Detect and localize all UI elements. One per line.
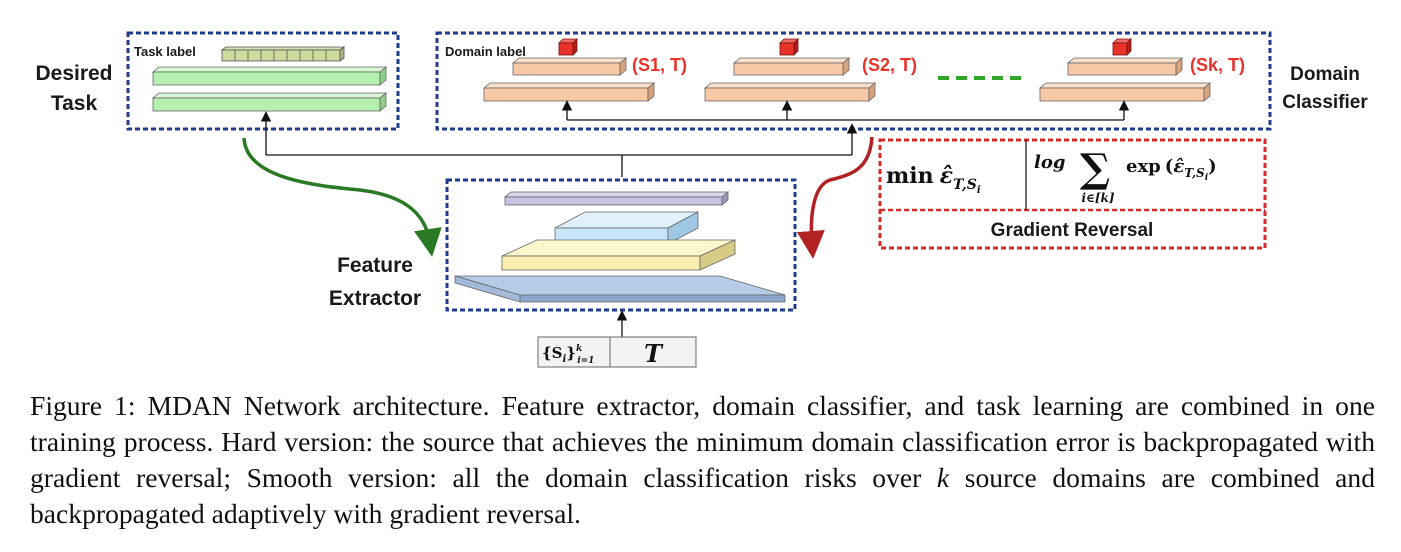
desired-task-box (126, 31, 400, 131)
domain-label-cube-1 (558, 38, 578, 56)
task-layer-2 (151, 92, 388, 112)
feature-extractor-label-line1: Feature (337, 254, 413, 277)
connector-lines (260, 100, 1130, 177)
feature-layer-base (454, 275, 786, 303)
log-text: log (1034, 152, 1065, 173)
caption-prefix: Figure 1: MDAN Network architecture. Fea… (30, 390, 1375, 493)
gradient-reversal-arrow (796, 136, 874, 259)
pair-label-s2-t: (S2, T) (862, 55, 917, 75)
caption-k: k (936, 461, 950, 493)
mdan-architecture-diagram: Task label Desired Task Domain label (35, 31, 1368, 368)
domain-label-text: Domain label (445, 44, 526, 59)
feature-extractor-label-line2: Extractor (329, 287, 421, 310)
desired-task-label-line1: Desired (35, 62, 112, 85)
sum-subscript: i∈[k] (1081, 191, 1114, 205)
task-label-bar (220, 46, 346, 62)
input-box (537, 336, 697, 368)
pair-label-s1-t: (S1, T) (632, 55, 687, 75)
gradient-reversal-box (878, 138, 1267, 250)
domain-label-cube-2 (779, 38, 799, 56)
domain-label-cube-3 (1112, 38, 1132, 56)
domain-classifier-1 (482, 57, 656, 102)
feature-layer-top (503, 191, 730, 206)
sum-symbol: ∑ (1080, 145, 1110, 192)
feature-extractor-box (445, 178, 797, 312)
feature-layer-blue (554, 211, 699, 245)
exp-formula: exp(ε̂T,Si) (1126, 156, 1217, 183)
task-layer-1 (151, 66, 388, 86)
domain-classifier-label-line2: Classifier (1282, 92, 1368, 113)
feature-layer-yellow (501, 239, 736, 271)
domain-classifier-label-line1: Domain (1290, 64, 1360, 85)
task-backprop-arrow (242, 137, 442, 257)
domain-classifier-2 (703, 57, 877, 102)
domain-classifier-k (1038, 57, 1212, 102)
ellipsis-dots (938, 76, 1021, 80)
figure-caption: Figure 1: MDAN Network architecture. Fea… (30, 388, 1375, 531)
caption-suffix: source domains are combined and backprop… (30, 461, 1375, 529)
desired-task-label-line2: Task (51, 92, 98, 115)
task-label-text: Task label (134, 44, 196, 59)
target-set-label: T (644, 339, 664, 368)
pair-label-sk-t: (Sk, T) (1190, 55, 1245, 75)
gradient-reversal-label: Gradient Reversal (991, 220, 1154, 241)
